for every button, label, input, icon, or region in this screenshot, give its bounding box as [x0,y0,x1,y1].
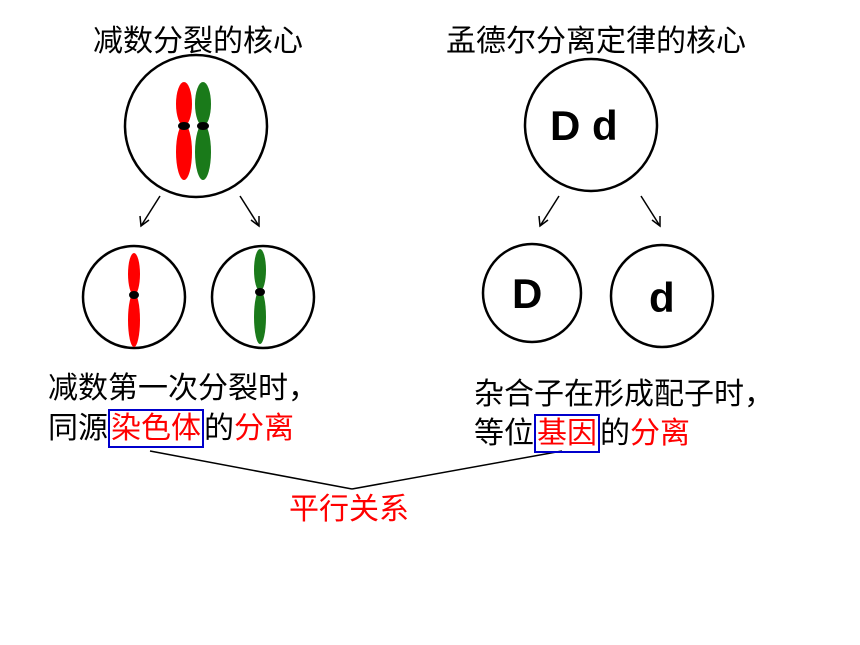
right-statement-line2: 等位基因的分离 [474,414,690,454]
homologous-chromosome-pair [176,82,211,180]
chromatid-red-upper [128,253,140,295]
parent-cell-left [123,53,269,199]
arrow-right-to-child-2 [640,195,661,228]
left-de: 的 [204,411,234,446]
daughter-cell-red [81,244,187,350]
arrow-left-to-child-1 [139,195,161,228]
left-title: 减数分裂的核心 [93,24,303,59]
gamete-allele-D: D [512,270,543,317]
left-statement-line1: 减数第一次分裂时， [48,371,318,406]
chromatid-green-upper [254,249,266,291]
right-prefix: 等位 [474,416,534,451]
chromatid-red-lower [128,293,140,347]
connector-line-left [149,450,353,490]
left-separation: 分离 [234,411,294,446]
chromosome-red-lower-arm [176,124,192,180]
chromatid-green-lower [254,290,266,344]
daughter-cell-green [210,244,316,350]
arrow-right-to-child-1 [538,195,560,228]
centromere-green [197,122,209,130]
gamete-allele-d: d [649,274,675,321]
arrow-left-to-child-2 [239,195,260,228]
parallel-relation-label: 平行关系 [289,492,409,527]
centromere-red-child [129,291,139,299]
parent-cell-right [523,57,659,193]
right-separation: 分离 [630,416,690,451]
right-de: 的 [600,416,630,451]
gamete-cell-D [481,242,583,344]
gamete-cell-d [609,243,715,349]
centromere-green-child [255,288,265,296]
connector-line-right [351,450,563,490]
left-prefix: 同源 [48,411,108,446]
chromosome-green-upper-arm [195,82,211,126]
left-statement-line2: 同源染色体的分离 [48,409,294,449]
right-statement-line1: 杂合子在形成配子时， [474,377,774,412]
right-title: 孟德尔分离定律的核心 [446,24,746,59]
gene-highlight: 基因 [534,414,600,453]
parent-genotype-label: D d [550,102,618,149]
chromosome-highlight: 染色体 [108,409,204,448]
centromere-red [178,122,190,130]
chromosome-green-lower-arm [195,124,211,180]
chromosome-red-upper-arm [176,82,192,126]
